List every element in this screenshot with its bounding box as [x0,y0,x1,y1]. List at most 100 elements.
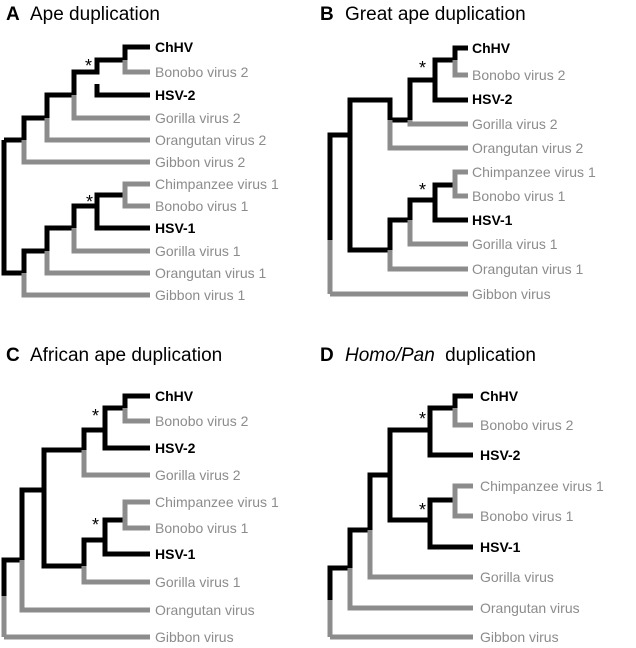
panel-b-branch [452,185,468,199]
panel-b-branch [407,220,468,247]
panel-b-branch [387,250,468,272]
panel-a-branch [21,140,150,165]
panel-c-branch [81,566,150,585]
panel-a-branch [44,118,150,143]
panel-c-title-text: African ape duplication [30,345,222,366]
panel-d-title: D Homo/Pan duplication [320,345,536,366]
panel-d-taxon-label: Orangutan virus [480,600,580,616]
panel-c-taxon-label: Bonobo virus 1 [155,520,249,536]
panel-c-node-asterisk: * [92,406,99,426]
panel-b-taxon-label: Orangutan virus 1 [472,261,583,277]
panel-a-branch [21,203,150,273]
panel-d-title-italic: Homo/Pan [345,345,435,366]
panel-b-taxon-label: Chimpanzee virus 1 [472,164,596,180]
panel-a-branch [44,251,150,276]
panel-b-branch [407,120,468,127]
panel-b-taxon-label: Gorilla virus 2 [472,116,558,132]
panel-d-branch [347,568,473,611]
panel-b-taxon-label: Gibbon virus [472,286,551,302]
panel-d-taxon-label: Bonobo virus 2 [480,417,574,433]
panel-b-branch [347,77,468,135]
panel-d-taxon-label: Gorilla virus [480,569,554,585]
panel-d-letter: D [320,345,334,366]
panel-b-branch [452,60,468,78]
panel-c-letter: C [6,345,20,366]
panel-a-branch [94,192,125,206]
panel-b-branch [452,169,468,185]
panel-c-taxon-label: ChHV [155,388,194,404]
panel-d-node-asterisk: * [419,500,426,520]
panel-d-branch [452,483,473,500]
panel-b-branch [432,182,455,200]
panel-d-title-text: duplication [445,345,536,366]
panel-a-taxon-label: Bonobo virus 2 [155,64,249,80]
panel-c-branch [102,517,125,540]
panel-c-branch [81,450,150,478]
panel-a-taxon-label: Orangutan virus 1 [155,265,266,281]
panel-a-branch [21,273,150,298]
panel-a-taxon-label: HSV-1 [155,220,196,236]
panel-a-branch [71,95,150,121]
panel-d-branch [452,408,473,428]
panel-a-taxon-label: Gibbon virus 1 [155,287,245,303]
panel-c-branch [122,499,150,520]
panel-d-branch [427,430,473,458]
panel-a-title: A Ape duplication [6,4,160,25]
panel-a-taxon-label: Orangutan virus 2 [155,132,266,148]
panel-b-branch [387,120,468,151]
panel-d-node-asterisk: * [419,409,426,429]
panel-c-branch [41,427,150,490]
panel-d-taxon-label: ChHV [480,388,519,404]
panel-c-title: C African ape duplication [6,345,222,366]
panel-a-branch [122,181,150,195]
panel-c-taxon-label: HSV-1 [155,546,196,562]
panel-b-taxon-label: Bonobo virus 1 [472,188,566,204]
panel-a-node-asterisk: * [86,192,93,212]
panel-a-taxon-label: Gorilla virus 2 [155,110,241,126]
panel-c-taxon-label: Gorilla virus 1 [155,574,241,590]
panel-b-taxon-label: HSV-2 [472,91,513,107]
panel-a-node-asterisk: * [85,56,92,76]
panel-d-branch [427,497,455,520]
panel-d-branch [367,530,473,580]
panel-c-taxon-label: HSV-2 [155,440,196,456]
panel-b-taxon-label: Orangutan virus 2 [472,140,583,156]
panel-c-taxon-label: Gorilla virus 2 [155,467,241,483]
panel-d-taxon-label: HSV-2 [480,447,521,463]
panel-a-taxon-label: Gorilla virus 1 [155,243,241,259]
panel-c-branch [122,520,150,531]
panel-b-letter: B [320,4,334,25]
panel-d-branch [452,500,473,519]
panel-a-branch [4,44,150,143]
panel-b-taxon-label: HSV-1 [472,212,513,228]
panel-b-title-text: Great ape duplication [345,4,526,25]
panel-d-taxon-label: Gibbon virus [480,629,559,645]
panel-a-taxon-label: ChHV [155,39,194,55]
panel-b-taxon-label: Gorilla virus 1 [472,236,558,252]
panel-c-node-asterisk: * [92,515,99,535]
panel-b-node-asterisk: * [419,180,426,200]
panel-c-taxon-label: Chimpanzee virus 1 [155,494,279,510]
panel-a-title-text: Ape duplication [30,4,160,25]
panel-a-letter: A [6,4,20,25]
panel-c-taxon-label: Orangutan virus [155,602,255,618]
panel-c-branch [122,408,150,424]
panel-a-branch [94,84,150,98]
panel-a-branch [122,195,150,209]
panel-c-branch [19,560,150,613]
panel-b-taxon-label: Bonobo virus 2 [472,67,566,83]
panel-d-taxon-label: Bonobo virus 1 [480,508,574,524]
panel-b-branch [327,132,468,253]
panel-a-taxon-label: HSV-2 [155,87,196,103]
panel-b-title: B Great ape duplication [320,4,526,25]
panel-c-taxon-label: Gibbon virus [155,629,234,645]
panel-a-taxon-label: Chimpanzee virus 1 [155,176,279,192]
panel-a-taxon-label: Bonobo virus 1 [155,198,249,214]
panel-a-taxon-label: Gibbon virus 2 [155,154,245,170]
panel-d-taxon-label: Chimpanzee virus 1 [480,478,604,494]
